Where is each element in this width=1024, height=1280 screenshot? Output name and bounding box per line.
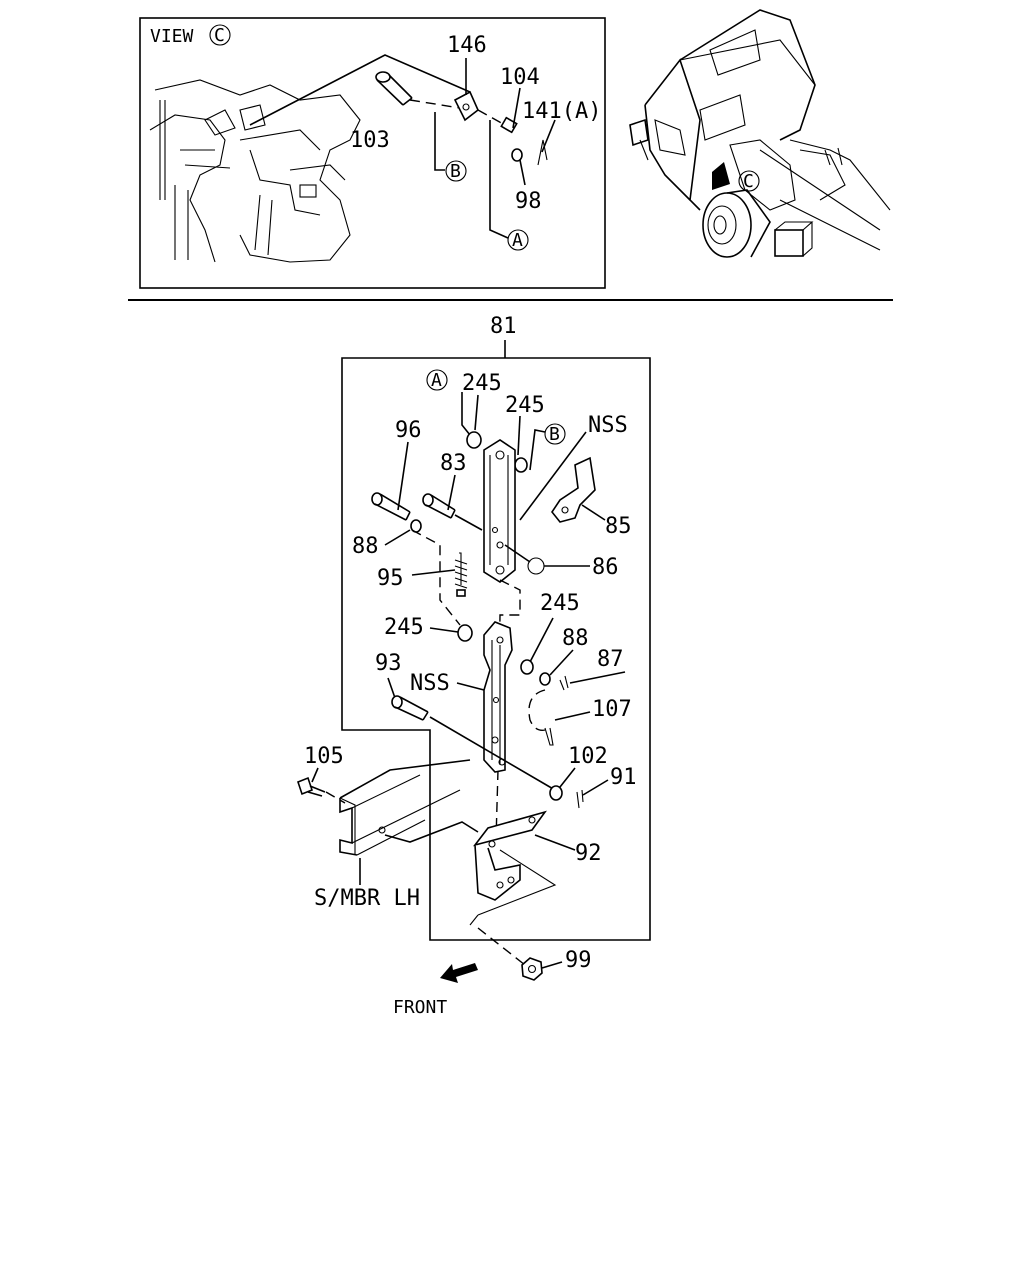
label-98: 98 [515, 189, 542, 214]
label-front: FRONT [393, 997, 447, 1018]
label-96: 96 [395, 418, 422, 443]
label-102: 102 [568, 744, 608, 769]
chain-pin-107 [528, 689, 554, 746]
inset-ref-b: B [450, 161, 461, 182]
bolt-96 [371, 492, 411, 521]
bracket-92 [472, 810, 547, 901]
label-245-right: 245 [505, 393, 545, 418]
nut-99 [521, 957, 543, 981]
truck-cab-sketch: C [629, 9, 891, 258]
label-107: 107 [592, 697, 632, 722]
label-103: 103 [350, 128, 390, 153]
label-85: 85 [605, 514, 632, 539]
label-88-left: 88 [352, 534, 379, 559]
label-87: 87 [597, 647, 624, 672]
engine-sketch [149, 79, 361, 263]
lower-lever [483, 621, 513, 773]
label-146: 146 [447, 33, 487, 58]
label-83: 83 [440, 451, 467, 476]
label-91: 91 [610, 765, 637, 790]
label-81: 81 [490, 314, 517, 339]
main-ref-b: B [549, 424, 560, 445]
view-title: VIEW [150, 26, 194, 47]
bracket-85 [551, 456, 596, 523]
label-104: 104 [500, 65, 540, 90]
label-245-top: 245 [462, 371, 502, 396]
label-105: 105 [304, 744, 344, 769]
label-nss-lower: NSS [410, 671, 450, 696]
bolt-105 [297, 776, 326, 797]
spring-95 [454, 552, 468, 597]
view-ref: C [214, 25, 225, 46]
front-arrow-icon [440, 963, 478, 983]
bolt-83 [422, 493, 456, 519]
pin-103 [375, 71, 413, 106]
label-nss-upper: NSS [588, 413, 628, 438]
main-assembly: 81 A 245 245 B NSS 8 [297, 314, 651, 1018]
inset-ref-a: A [512, 230, 523, 251]
label-92: 92 [575, 841, 602, 866]
label-245-lower: 245 [540, 591, 580, 616]
label-99: 99 [565, 948, 592, 973]
cab-ref-c: C [743, 171, 754, 192]
label-141: 141(A) [522, 99, 601, 124]
label-245-left: 245 [384, 615, 424, 640]
main-ref-a: A [431, 370, 442, 391]
label-smbr: S/MBR LH [314, 886, 420, 911]
upper-lever [483, 439, 516, 583]
clevis-146 [453, 90, 479, 122]
view-c-inset: VIEW C 103 [139, 17, 606, 289]
label-88-right: 88 [562, 626, 589, 651]
bolt-93 [391, 695, 429, 721]
label-95: 95 [377, 566, 404, 591]
label-93: 93 [375, 651, 402, 676]
label-86: 86 [592, 555, 619, 580]
